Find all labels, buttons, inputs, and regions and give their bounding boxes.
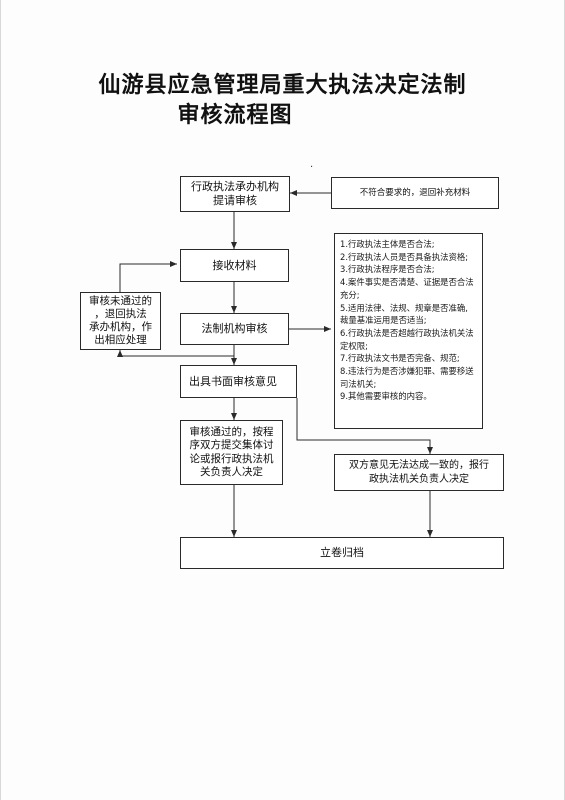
review-checklist-box: 1.行政执法主体是否合法; 2.行政执法人员是否具备执法资格; 3.行政执法程序… [334,233,483,429]
checklist-item: 3.行政执法程序是否合法; [340,264,435,275]
checklist-item: 7.行政执法文书是否完备、规范; [340,353,460,364]
checklist-item: 定权限; [340,340,368,351]
checklist-item: 1.行政执法主体是否合法; [340,239,435,249]
submit-review-box: 行政执法承办机构 提请审核 [180,176,290,212]
diagram-title-line2: 审核流程图 [177,103,293,128]
disagreement-box: 双方意见无法达成一致的，报行 政执法机关负责人决定 [334,454,504,491]
receive-materials-box: 接收材料 [180,249,289,282]
arrow-reject-to-receive [119,261,177,292]
return-materials-box: 不符合要求的，退回补充材料 [331,177,499,209]
checklist-item: 司法机关; [340,378,377,389]
checklist-item: 6.行政执法是否超越行政执法机关法 [340,327,474,338]
scan-speck: · [310,162,314,173]
arrow-opinion-to-disagree [296,398,433,454]
checklist-item: 裁量基准运用是否适当; [340,315,427,326]
checklist-item: 9.其他需要审核的内容。 [340,391,432,402]
checklist-item: 4.案件事实是否清楚、证据是否合法 [340,277,474,288]
arrow-to-reject [117,350,234,357]
diagram-title-line1: 仙游县应急管理局重大执法决定法制 [98,73,467,98]
file-archive-box: 立卷归档 [180,537,504,569]
written-opinion-box: 出具书面审核意见 [180,365,297,398]
review-rejected-box: 审核未通过的 ，退回执法 承办机构，作 出相应处理 [80,292,161,350]
checklist-item: 5.适用法律、法规、规章是否准确, [340,302,468,313]
checklist-item: 8.违法行为是否涉嫌犯罪、需要移送 [340,366,474,377]
legal-review-box: 法制机构审核 [180,313,289,345]
checklist-item: 充分; [340,289,360,300]
checklist-item: 2.行政执法人员是否具备执法资格; [340,251,469,262]
review-approved-box: 审核通过的，按程 序双方提交集体讨 论或报行政执法机 关负责人决定 [180,420,283,485]
